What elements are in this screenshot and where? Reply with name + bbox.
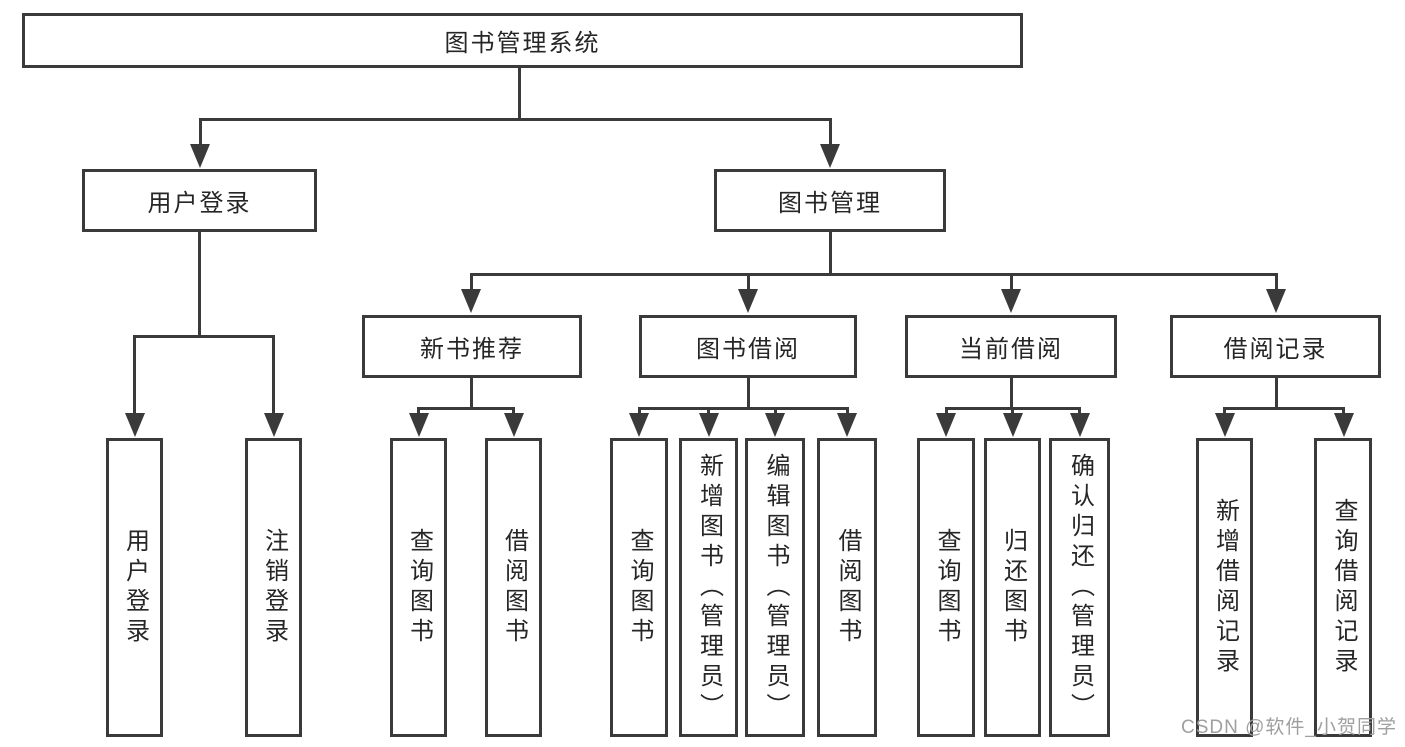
connector-drop-book-management <box>828 118 832 146</box>
node-new-book-recommend-label: 新书推荐 <box>420 336 524 363</box>
connector-groups-horizontal <box>469 273 1278 276</box>
node-book-borrow-label: 图书借阅 <box>696 336 800 363</box>
watermark: CSDN @软件_小贺同学 <box>1181 717 1397 738</box>
connector-group1-stub <box>469 378 473 407</box>
arrowhead-book-borrow <box>738 289 758 313</box>
arrowhead-group2-leaf2 <box>698 413 719 437</box>
arrowhead-group1-leaf1 <box>408 413 429 437</box>
node-current-borrow-label: 当前借阅 <box>959 336 1063 363</box>
leaf-confirm-return-admin-label: 确认归还（管理员） <box>1066 452 1094 723</box>
connector-group4-drop2 <box>1341 407 1345 415</box>
connector-group4-drop1 <box>1223 407 1226 415</box>
connector-group3-drop3 <box>1078 407 1081 415</box>
leaf-query-books-current-label: 查询图书 <box>933 527 960 648</box>
leaf-user-login: 用户登录 <box>106 438 163 737</box>
connector-group2-drop1 <box>637 407 641 415</box>
connector-drop-book-borrow <box>746 273 750 291</box>
leaf-query-books-recommend-label: 查询图书 <box>405 527 433 648</box>
arrowhead-new-book-recommend <box>461 289 481 313</box>
leaf-query-borrow-record-label: 查询借阅记录 <box>1330 497 1357 678</box>
connector-drop-leaf-logout <box>272 335 275 415</box>
leaf-query-borrow-record: 查询借阅记录 <box>1314 438 1372 737</box>
leaf-add-borrow-record-label: 新增借阅记录 <box>1211 497 1239 678</box>
leaf-add-book-admin: 新增图书（管理员） <box>679 438 738 737</box>
connector-group4-horizontal <box>1223 407 1345 410</box>
node-borrow-records-label: 借阅记录 <box>1223 336 1328 363</box>
arrowhead-group2-leaf1 <box>629 413 649 437</box>
connector-group2-drop2 <box>707 407 710 415</box>
leaf-return-book: 归还图书 <box>984 438 1041 737</box>
leaf-return-book-label: 归还图书 <box>999 527 1027 648</box>
arrowhead-group3-leaf1 <box>936 413 956 437</box>
connector-group1-horizontal <box>417 407 515 410</box>
arrowhead-group2-leaf3 <box>765 413 785 437</box>
connector-book-management-stub <box>828 232 832 273</box>
leaf-query-books-current: 查询图书 <box>917 438 975 737</box>
arrowhead-leaf-logout <box>263 413 284 437</box>
connector-group2-stub <box>746 378 750 407</box>
leaf-query-books-recommend: 查询图书 <box>390 438 447 737</box>
leaf-user-login-label: 用户登录 <box>121 527 149 648</box>
node-book-management-label: 图书管理 <box>778 190 882 217</box>
arrowhead-group4-leaf2 <box>1334 413 1354 437</box>
connector-group2-horizontal <box>637 407 849 410</box>
leaf-add-borrow-record: 新增借阅记录 <box>1196 438 1253 737</box>
arrowhead-group2-leaf4 <box>837 413 857 437</box>
node-root: 图书管理系统 <box>22 13 1023 68</box>
leaf-logout: 注销登录 <box>245 438 302 737</box>
arrowhead-user-login <box>190 144 210 168</box>
arrowhead-group1-leaf2 <box>503 413 524 437</box>
node-user-login-label: 用户登录 <box>147 190 252 217</box>
connector-drop-borrow-records <box>1274 273 1278 291</box>
arrowhead-borrow-records <box>1266 289 1286 313</box>
arrowhead-group3-leaf3 <box>1069 413 1090 437</box>
connector-group3-stub <box>1009 378 1013 407</box>
leaf-borrow-books-recommend-label: 借阅图书 <box>500 527 528 648</box>
leaf-edit-book-admin: 编辑图书（管理员） <box>745 438 805 737</box>
connector-group1-drop2 <box>512 407 515 415</box>
connector-trunk-horizontal <box>198 118 832 121</box>
connector-drop-leaf-user-login <box>133 335 136 415</box>
leaf-borrow-books-label: 借阅图书 <box>834 527 861 648</box>
arrowhead-current-borrow <box>1001 289 1021 313</box>
node-book-management: 图书管理 <box>714 169 946 232</box>
node-root-label: 图书管理系统 <box>444 30 601 57</box>
node-current-borrow: 当前借阅 <box>905 315 1117 378</box>
connector-group3-drop1 <box>944 407 948 415</box>
leaf-edit-book-admin-label: 编辑图书（管理员） <box>762 452 789 723</box>
arrowhead-group3-leaf2 <box>1002 413 1023 437</box>
arrowhead-book-management <box>820 144 840 168</box>
arrowhead-leaf-user-login <box>124 413 145 437</box>
connector-user-login-horizontal <box>133 335 275 338</box>
connector-trunk-vertical <box>517 68 521 118</box>
connector-group4-stub <box>1274 378 1278 407</box>
leaf-borrow-books-recommend: 借阅图书 <box>485 438 542 737</box>
node-user-login: 用户登录 <box>82 169 317 232</box>
connector-drop-user-login <box>198 118 202 146</box>
connector-user-login-stub <box>198 232 201 335</box>
node-borrow-records: 借阅记录 <box>1170 315 1381 378</box>
leaf-borrow-books: 借阅图书 <box>817 438 877 737</box>
connector-group3-drop2 <box>1011 407 1014 415</box>
arrowhead-group4-leaf1 <box>1214 413 1235 437</box>
leaf-confirm-return-admin: 确认归还（管理员） <box>1049 438 1110 737</box>
leaf-logout-label: 注销登录 <box>260 527 288 648</box>
leaf-add-book-admin-label: 新增图书（管理员） <box>695 452 723 723</box>
connector-drop-current-borrow <box>1009 273 1013 291</box>
connector-group2-drop4 <box>845 407 849 415</box>
connector-drop-new-book-recommend <box>469 273 473 291</box>
connector-group2-drop3 <box>773 407 777 415</box>
leaf-query-books-borrow-label: 查询图书 <box>626 527 653 648</box>
node-new-book-recommend: 新书推荐 <box>362 315 582 378</box>
connector-group1-drop1 <box>417 407 420 415</box>
leaf-query-books-borrow: 查询图书 <box>610 438 668 737</box>
node-book-borrow: 图书借阅 <box>639 315 857 378</box>
